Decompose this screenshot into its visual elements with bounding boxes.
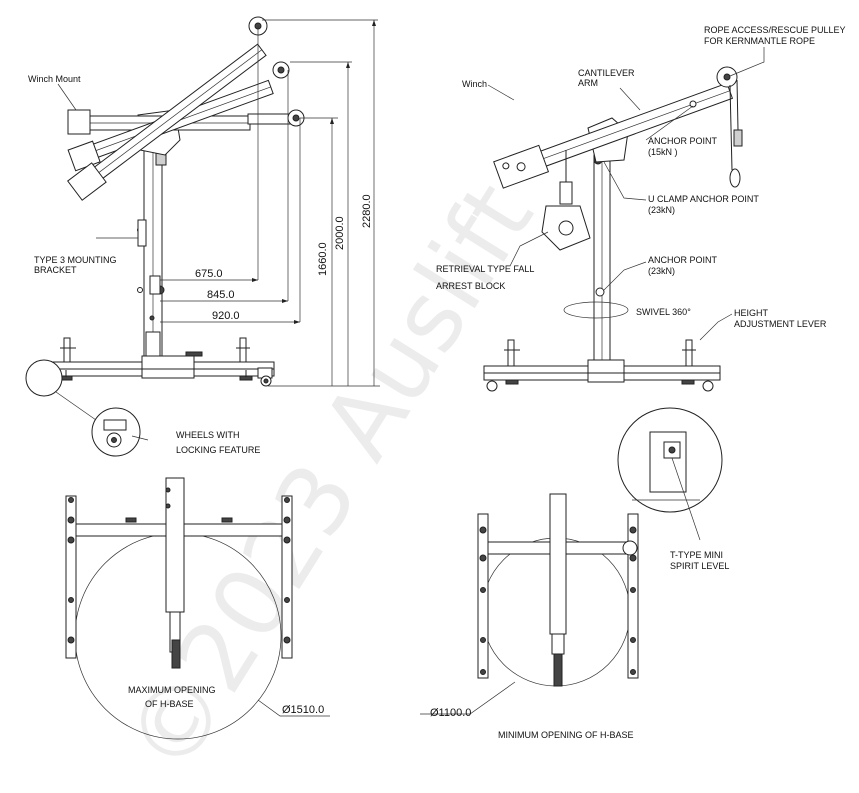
swivel-ring — [563, 301, 629, 319]
base-upright — [239, 337, 247, 363]
swivel-label: SWIVEL 360° — [636, 307, 691, 317]
wheel-icon — [702, 380, 714, 392]
wheels-label: WHEELS WITH — [176, 430, 240, 440]
reach-dimensions: 675.0 845.0 920.0 — [160, 26, 301, 324]
min-opening-label: MINIMUM OPENING OF H-BASE — [498, 730, 634, 740]
anchor-point-15kn-label: ANCHOR POINT — [648, 136, 718, 146]
base-upright — [63, 337, 71, 363]
type3-bracket-label-2: BRACKET — [34, 265, 77, 275]
winch-mount-label: Winch Mount — [28, 74, 81, 84]
h-base-leg-right — [281, 495, 293, 659]
base-center-block — [141, 355, 195, 379]
boom-top — [165, 477, 185, 613]
winch-label: Winch — [462, 79, 487, 89]
height-2280-value: 2280.0 — [361, 194, 373, 228]
cantilever-label-2: ARM — [578, 78, 598, 88]
h-base-leg-right — [627, 513, 639, 679]
dia-max-value: Ø1510.0 — [282, 704, 324, 716]
anchor-point-15kn — [689, 100, 697, 108]
height-adjust-label: HEIGHT — [734, 308, 769, 318]
spirit-level-small-circle — [622, 540, 638, 556]
carabiner-icon — [729, 168, 741, 188]
rope-access-label-2: FOR KERNMANTLE ROPE — [704, 36, 815, 46]
height-1660-value: 1660.0 — [317, 242, 329, 276]
wheel-right-icon — [257, 367, 273, 387]
height-adjust-label-2: ADJUSTMENT LEVER — [734, 319, 827, 329]
anchor-point-23kn-label: ANCHOR POINT — [648, 255, 718, 265]
type3-mounting-bracket — [137, 219, 147, 247]
winch-top — [553, 653, 563, 687]
anchor-point-23kn — [595, 287, 605, 297]
max-opening-label-2: OF H-BASE — [145, 699, 194, 709]
reach-845-value: 845.0 — [207, 289, 235, 301]
type3-bracket-label: TYPE 3 MOUNTING — [34, 255, 117, 265]
height-dimensions: 1660.0 2000.0 2280.0 — [262, 19, 380, 387]
u-clamp-label: U CLAMP ANCHOR POINT — [648, 194, 759, 204]
cantilever-label: CANTILEVER — [578, 68, 635, 78]
wheel-detail-small-circle — [25, 359, 63, 397]
wheel-icon — [486, 380, 498, 392]
reach-675-value: 675.0 — [195, 268, 223, 280]
base-center-block — [587, 359, 625, 383]
top-view-max: MAXIMUM OPENING OF H-BASE Ø1510.0 — [65, 477, 330, 740]
reach-920-value: 920.0 — [212, 310, 240, 322]
retrieval-label: RETRIEVAL TYPE FALL — [436, 264, 534, 274]
top-view-min: Ø1100.0 MINIMUM OPENING OF H-BASE T-TYPE… — [420, 407, 729, 740]
wheel-detail-circle — [91, 407, 141, 457]
dia-min-value: Ø1100.0 — [430, 707, 471, 719]
u-clamp-label-2: (23kN) — [648, 205, 675, 215]
retrieval-label-2: ARREST BLOCK — [436, 281, 505, 291]
side-view-left: 675.0 845.0 920.0 1660.0 2000.0 2280.0 W… — [25, 16, 380, 457]
anchor-point-23kn-label-2: (23kN) — [648, 266, 675, 276]
height-2000-value: 2000.0 — [334, 216, 346, 250]
spirit-level-label-2: SPIRIT LEVEL — [670, 561, 729, 571]
h-base-leg-left — [65, 495, 77, 659]
anchor-point-15kn-label-2: (15kN ) — [648, 147, 678, 157]
wheels-label-2: LOCKING FEATURE — [176, 445, 260, 455]
h-base-leg-left — [477, 513, 489, 679]
winch-mount — [67, 109, 91, 135]
boom-top — [549, 493, 567, 635]
winch-top — [171, 639, 181, 669]
rope-access-label: ROPE ACCESS/RESCUE PULLEY — [704, 25, 846, 35]
spirit-level-label: T-TYPE MINI — [670, 550, 723, 560]
max-opening-label: MAXIMUM OPENING — [128, 685, 216, 695]
side-view-right: Winch CANTILEVER ARM ROPE ACCESS/RESCUE … — [436, 25, 846, 392]
